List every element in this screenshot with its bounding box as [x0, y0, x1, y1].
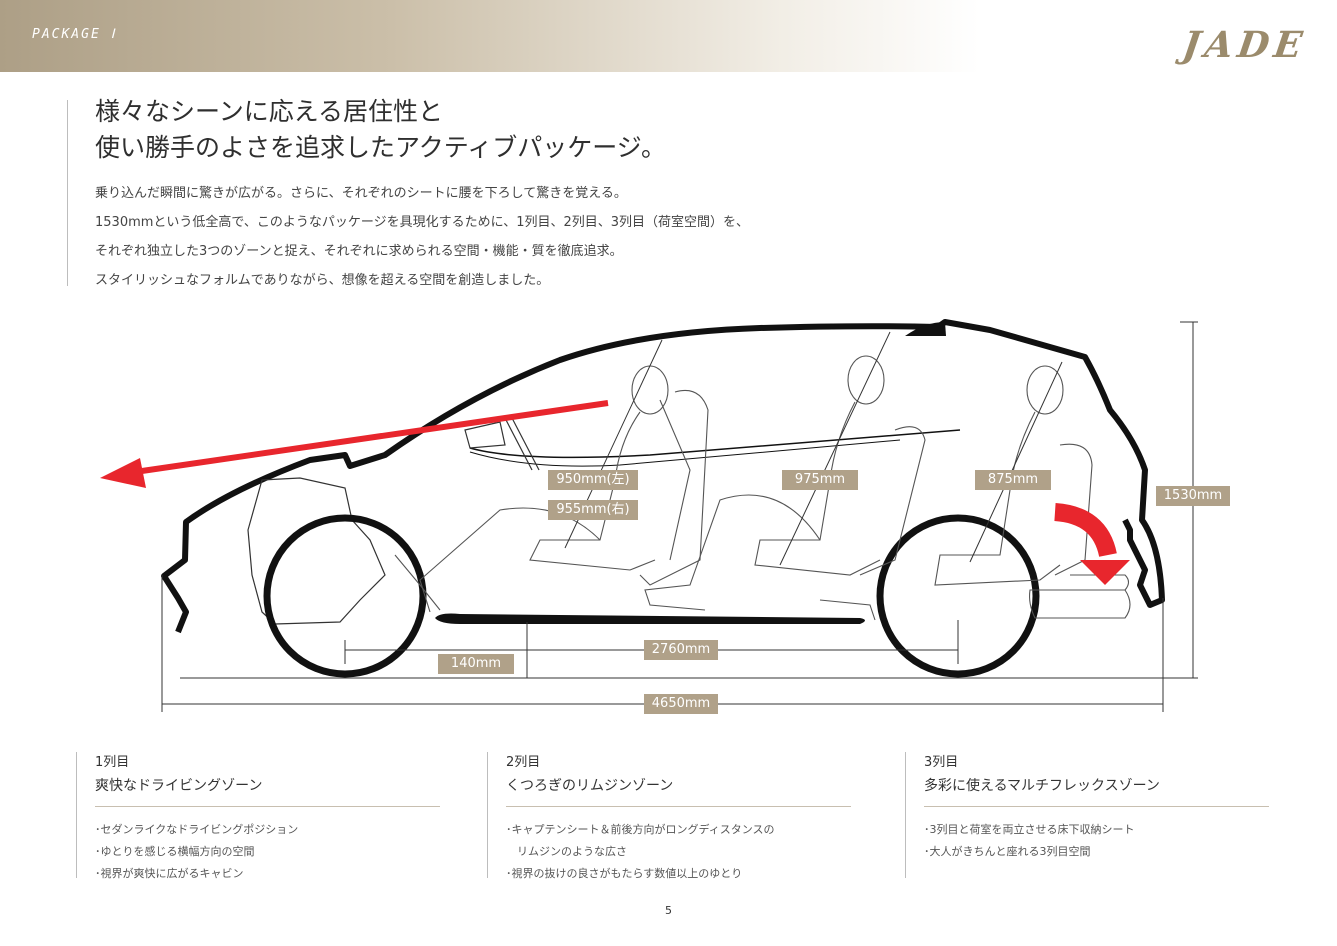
row1-right-label: 955mm(右) — [548, 500, 638, 520]
intro-line-3: それぞれ独立した3つのゾーンと捉え、それぞれに求められる空間・機能・質を徹底追求… — [95, 244, 623, 259]
list-item: ･ゆとりを感じる横幅方向の空間 — [95, 845, 255, 858]
door-line — [469, 439, 901, 467]
zone-column-rule — [76, 752, 77, 878]
zone-column-3: 3列目 多彩に使えるマルチフレックスゾーン ･3列目と荷室を両立させる床下収納シ… — [905, 752, 1269, 878]
zone-number: 2列目 — [506, 755, 541, 770]
zone-title: くつろぎのリムジンゾーン — [506, 778, 674, 794]
lead-rule — [67, 100, 68, 286]
engine-block — [247, 477, 386, 625]
zone-column-1: 1列目 爽快なドライビングゾーン ･セダンライクなドライビングポジション ･ゆと… — [76, 752, 440, 885]
zone-number: 1列目 — [95, 755, 130, 770]
ground-label: 140mm — [438, 654, 514, 674]
folding-seat-arrowhead — [1080, 560, 1130, 585]
sightline-arrowhead — [100, 458, 146, 488]
row3-headroom-line — [969, 361, 1063, 563]
zone-number: 3列目 — [924, 755, 959, 770]
zone-separator — [95, 806, 440, 807]
zone-feature-list: ･セダンライクなドライビングポジション ･ゆとりを感じる横幅方向の空間 ･視界が… — [95, 819, 440, 885]
rear-wheel — [876, 514, 1040, 678]
package-diagram: 950mm(左) 955mm(右) 975mm 875mm 1530mm 140… — [0, 300, 1337, 730]
intro-text: 乗り込んだ瞬間に驚きが広がる。さらに、それぞれのシートに腰を下ろして驚きを覚える… — [95, 179, 749, 295]
sightline-arrow — [134, 400, 609, 475]
list-item: ･視界が爽快に広がるキャビン — [95, 867, 244, 880]
intro-line-2: 1530mmという低全高で、このようなパッケージを具現化するために、1列目、2列… — [95, 215, 750, 230]
row1-occupant — [394, 365, 709, 613]
zone-separator — [506, 806, 851, 807]
zone-feature-list: ･3列目と荷室を両立させる床下収納シート ･大人がきちんと座れる3列目空間 — [924, 819, 1269, 863]
list-item: リムジンのような広さ — [506, 845, 627, 858]
car-floor — [435, 613, 865, 624]
headline: 様々なシーンに応える居住性と 使い勝手のよさを追求したアクティブパッケージ。 — [95, 94, 666, 166]
front-wheel — [263, 514, 427, 678]
zone-column-rule — [487, 752, 488, 878]
folding-seat-arrow — [1054, 503, 1117, 558]
list-item: ･視界の抜けの良さがもたらす数値以上のゆとり — [506, 867, 743, 880]
header-band: PACKAGE Ⅰ — [0, 0, 980, 72]
car-body-outline — [161, 319, 1165, 634]
car-side-view — [100, 319, 1198, 712]
intro-line-1: 乗り込んだ瞬間に驚きが広がる。さらに、それぞれのシートに腰を下ろして驚きを覚える… — [95, 186, 627, 201]
list-item: ･キャプテンシート＆前後方向がロングディスタンスの — [506, 823, 775, 836]
list-item: ･大人がきちんと座れる3列目空間 — [924, 845, 1091, 858]
zone-feature-list: ･キャプテンシート＆前後方向がロングディスタンスの リムジンのような広さ ･視界… — [506, 819, 851, 885]
belt-line — [469, 429, 961, 459]
zone-title: 爽快なドライビングゾーン — [95, 778, 263, 794]
zone-separator — [924, 806, 1269, 807]
headline-line-2: 使い勝手のよさを追求したアクティブパッケージ。 — [95, 133, 667, 162]
row1-left-label: 950mm(左) — [548, 470, 638, 490]
intro-line-4: スタイリッシュなフォルムでありながら、想像を超える空間を創造しました。 — [95, 273, 550, 288]
section-label: PACKAGE Ⅰ — [32, 27, 117, 42]
zone-column-2: 2列目 くつろぎのリムジンゾーン ･キャプテンシート＆前後方向がロングディスタン… — [487, 752, 851, 885]
dashboard — [464, 421, 506, 449]
zone-title: 多彩に使えるマルチフレックスゾーン — [924, 778, 1160, 794]
page-number: 5 — [665, 904, 672, 917]
jade-logo: JADE — [1180, 24, 1310, 66]
list-item: ･セダンライクなドライビングポジション — [95, 823, 299, 836]
list-item: ･3列目と荷室を両立させる床下収納シート — [924, 823, 1135, 836]
roof-spoiler — [905, 322, 946, 336]
row2-occupant — [644, 355, 926, 621]
wheelbase-label: 2760mm — [644, 640, 718, 660]
row2-headroom-line — [779, 331, 891, 566]
row2-label: 975mm — [782, 470, 858, 490]
length-label: 4650mm — [644, 694, 718, 714]
headline-line-1: 様々なシーンに応える居住性と — [95, 97, 444, 126]
height-label: 1530mm — [1156, 486, 1230, 506]
row3-label: 875mm — [975, 470, 1051, 490]
zone-column-rule — [905, 752, 906, 878]
